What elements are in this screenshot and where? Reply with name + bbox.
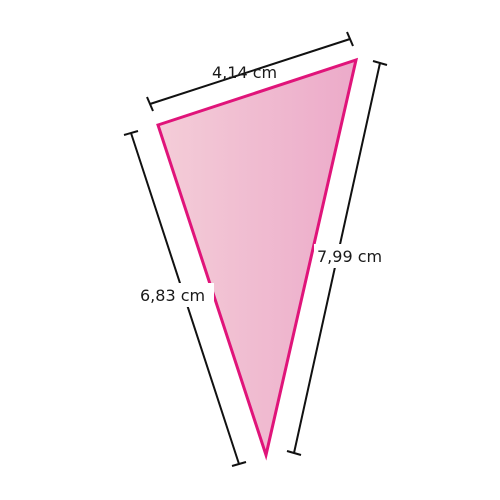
dimension-left-label: 6,83 cm — [140, 286, 205, 305]
dimension-top — [146, 31, 354, 112]
dimension-right-label-bg — [314, 244, 390, 268]
dimension-left-label-bg — [138, 283, 214, 307]
dimension-top-label: 4,14 cm — [212, 63, 277, 82]
dimension-right-label: 7,99 cm — [317, 247, 382, 266]
